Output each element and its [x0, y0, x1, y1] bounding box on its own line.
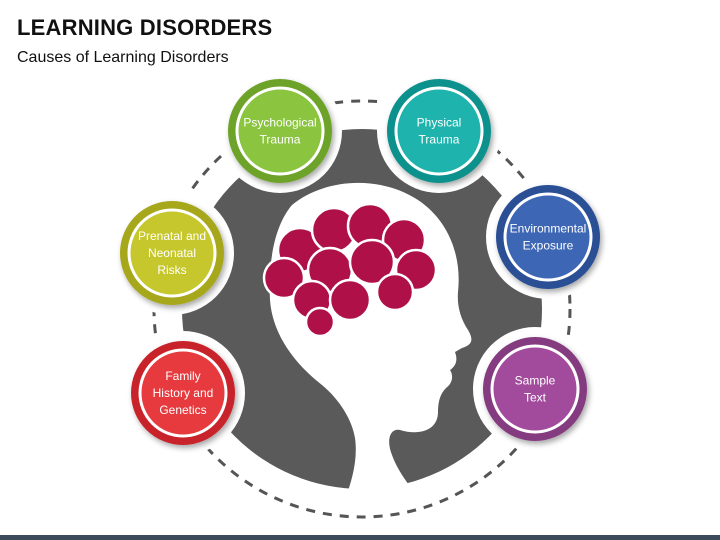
cause-node-fill: [503, 192, 593, 282]
cause-node-fill: [138, 348, 228, 438]
cause-node-fill: [127, 208, 217, 298]
cause-node-label: Trauma: [419, 133, 460, 147]
cause-node-fill: [394, 86, 484, 176]
page-title: LEARNING DISORDERS: [17, 15, 273, 40]
cause-node-label: Sample: [515, 374, 556, 388]
brain-icon: [262, 202, 438, 338]
cause-node-label: Neonatal: [148, 246, 196, 260]
cause-node-label: Family: [165, 369, 200, 383]
cause-node-label: Genetics: [159, 403, 206, 417]
cause-node-fill: [490, 344, 580, 434]
cause-node-label: Psychological: [243, 116, 316, 130]
page-subtitle: Causes of Learning Disorders: [17, 49, 229, 66]
cause-node-fill: [235, 86, 325, 176]
cause-node-label: Exposure: [523, 239, 574, 253]
bottom-bar: [0, 535, 720, 540]
cause-node-label: Environmental: [510, 222, 587, 236]
cause-node-label: Prenatal and: [138, 229, 206, 243]
cause-node-label: History and: [153, 386, 214, 400]
cause-node-label: Trauma: [260, 133, 301, 147]
cause-node-label: Risks: [157, 263, 186, 277]
cause-node-label: Text: [524, 391, 547, 405]
cause-node-label: Physical: [417, 116, 462, 130]
